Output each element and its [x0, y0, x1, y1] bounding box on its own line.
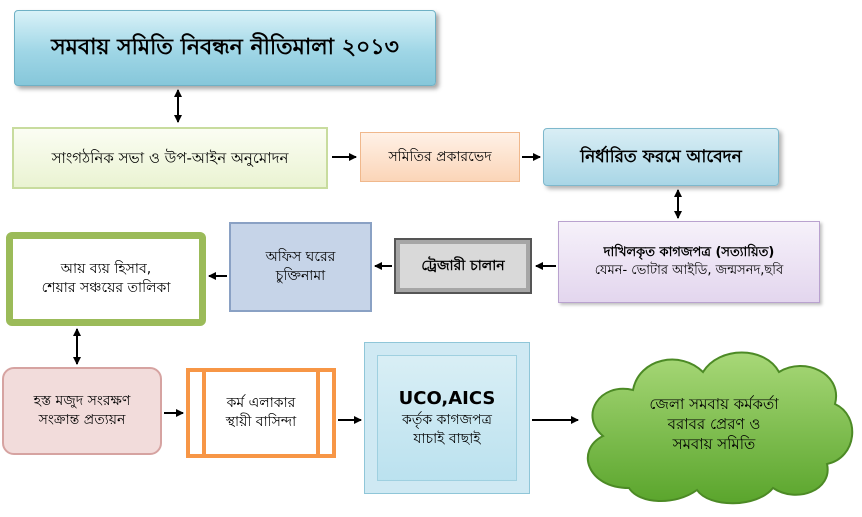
- office-line1: অফিস ঘরের: [265, 249, 336, 266]
- resident-line2: স্থায়ী বাসিন্দা: [225, 414, 297, 430]
- cloud-shape: [586, 351, 854, 505]
- node-district-officer-cloud: জেলা সমবায় কর্মকর্তা বরাবর প্রেরণ ও সমব…: [569, 338, 859, 510]
- node-submitted-documents: দাখিলকৃত কাগজপত্র (সত্যায়িত) যেমন- ভোটা…: [558, 221, 820, 303]
- verify-line2: কর্তৃক কাগজপত্র: [402, 412, 492, 429]
- node-prescribed-form: নির্ধারিত ফরমে আবেদন: [543, 128, 779, 186]
- resident-bar-right: [316, 372, 320, 454]
- resident-line1: কর্ম এলাকার: [226, 395, 296, 412]
- node-document-verification: UCO,AICS কর্তৃক কাগজপত্র যাচাই বাছাই: [364, 342, 530, 494]
- node-permanent-resident: কর্ম এলাকার স্থায়ী বাসিন্দা: [186, 368, 336, 458]
- node-office-agreement: অফিস ঘরের চুক্তিনামা: [229, 222, 372, 312]
- challan-text: ট্রেজারী চালান: [421, 257, 505, 274]
- title-text: সমবায় সমিতি নিবন্ধন নীতিমালা ২০১৩: [51, 35, 399, 61]
- cert-line1: হস্ত মজুদ সংরক্ষণ: [33, 393, 131, 410]
- types-text: সমিতির প্রকারভেদ: [388, 148, 492, 165]
- officer-line3: সমবায় সমিতি: [672, 435, 756, 454]
- title-scroll: সমবায় সমিতি নিবন্ধন নীতিমালা ২০১৩: [14, 10, 436, 86]
- cert-line2: সংক্রান্ত প্রত্যয়ন: [38, 412, 126, 428]
- node-organizational-meeting: সাংগঠনিক সভা ও উপ-আইন অনুমোদন: [12, 127, 328, 189]
- verify-line3: যাচাই বাছাই: [413, 431, 481, 448]
- node-treasury-challan: ট্রেজারী চালান: [394, 238, 532, 294]
- meeting-text: সাংগঠনিক সভা ও উপ-আইন অনুমোদন: [51, 148, 289, 167]
- office-line2: চুক্তিনামা: [275, 268, 326, 284]
- officer-line1: জেলা সমবায় কর্মকর্তা: [649, 394, 779, 413]
- verify-line1: UCO,AICS: [398, 387, 496, 409]
- docs-line1: দাখিলকৃত কাগজপত্র (সত্যায়িত): [603, 245, 775, 261]
- officer-line2: বরাবর প্রেরণ ও: [667, 414, 761, 433]
- node-society-types: সমিতির প্রকারভেদ: [360, 132, 520, 182]
- accounts-line1: আয় ব্যয় হিসাব,: [60, 261, 152, 278]
- node-income-expense-accounts: আয় ব্যয় হিসাব, শেয়ার সঞ্চয়ের তালিকা: [6, 232, 206, 326]
- accounts-line2: শেয়ার সঞ্চয়ের তালিকা: [41, 280, 171, 296]
- resident-bar-left: [202, 372, 206, 454]
- node-cash-in-hand-certificate: হস্ত মজুদ সংরক্ষণ সংক্রান্ত প্রত্যয়ন: [2, 367, 162, 455]
- form-text: নির্ধারিত ফরমে আবেদন: [580, 146, 742, 167]
- docs-line2: যেমন- ভোটার আইডি, জন্মসনদ,ছবি: [594, 263, 784, 278]
